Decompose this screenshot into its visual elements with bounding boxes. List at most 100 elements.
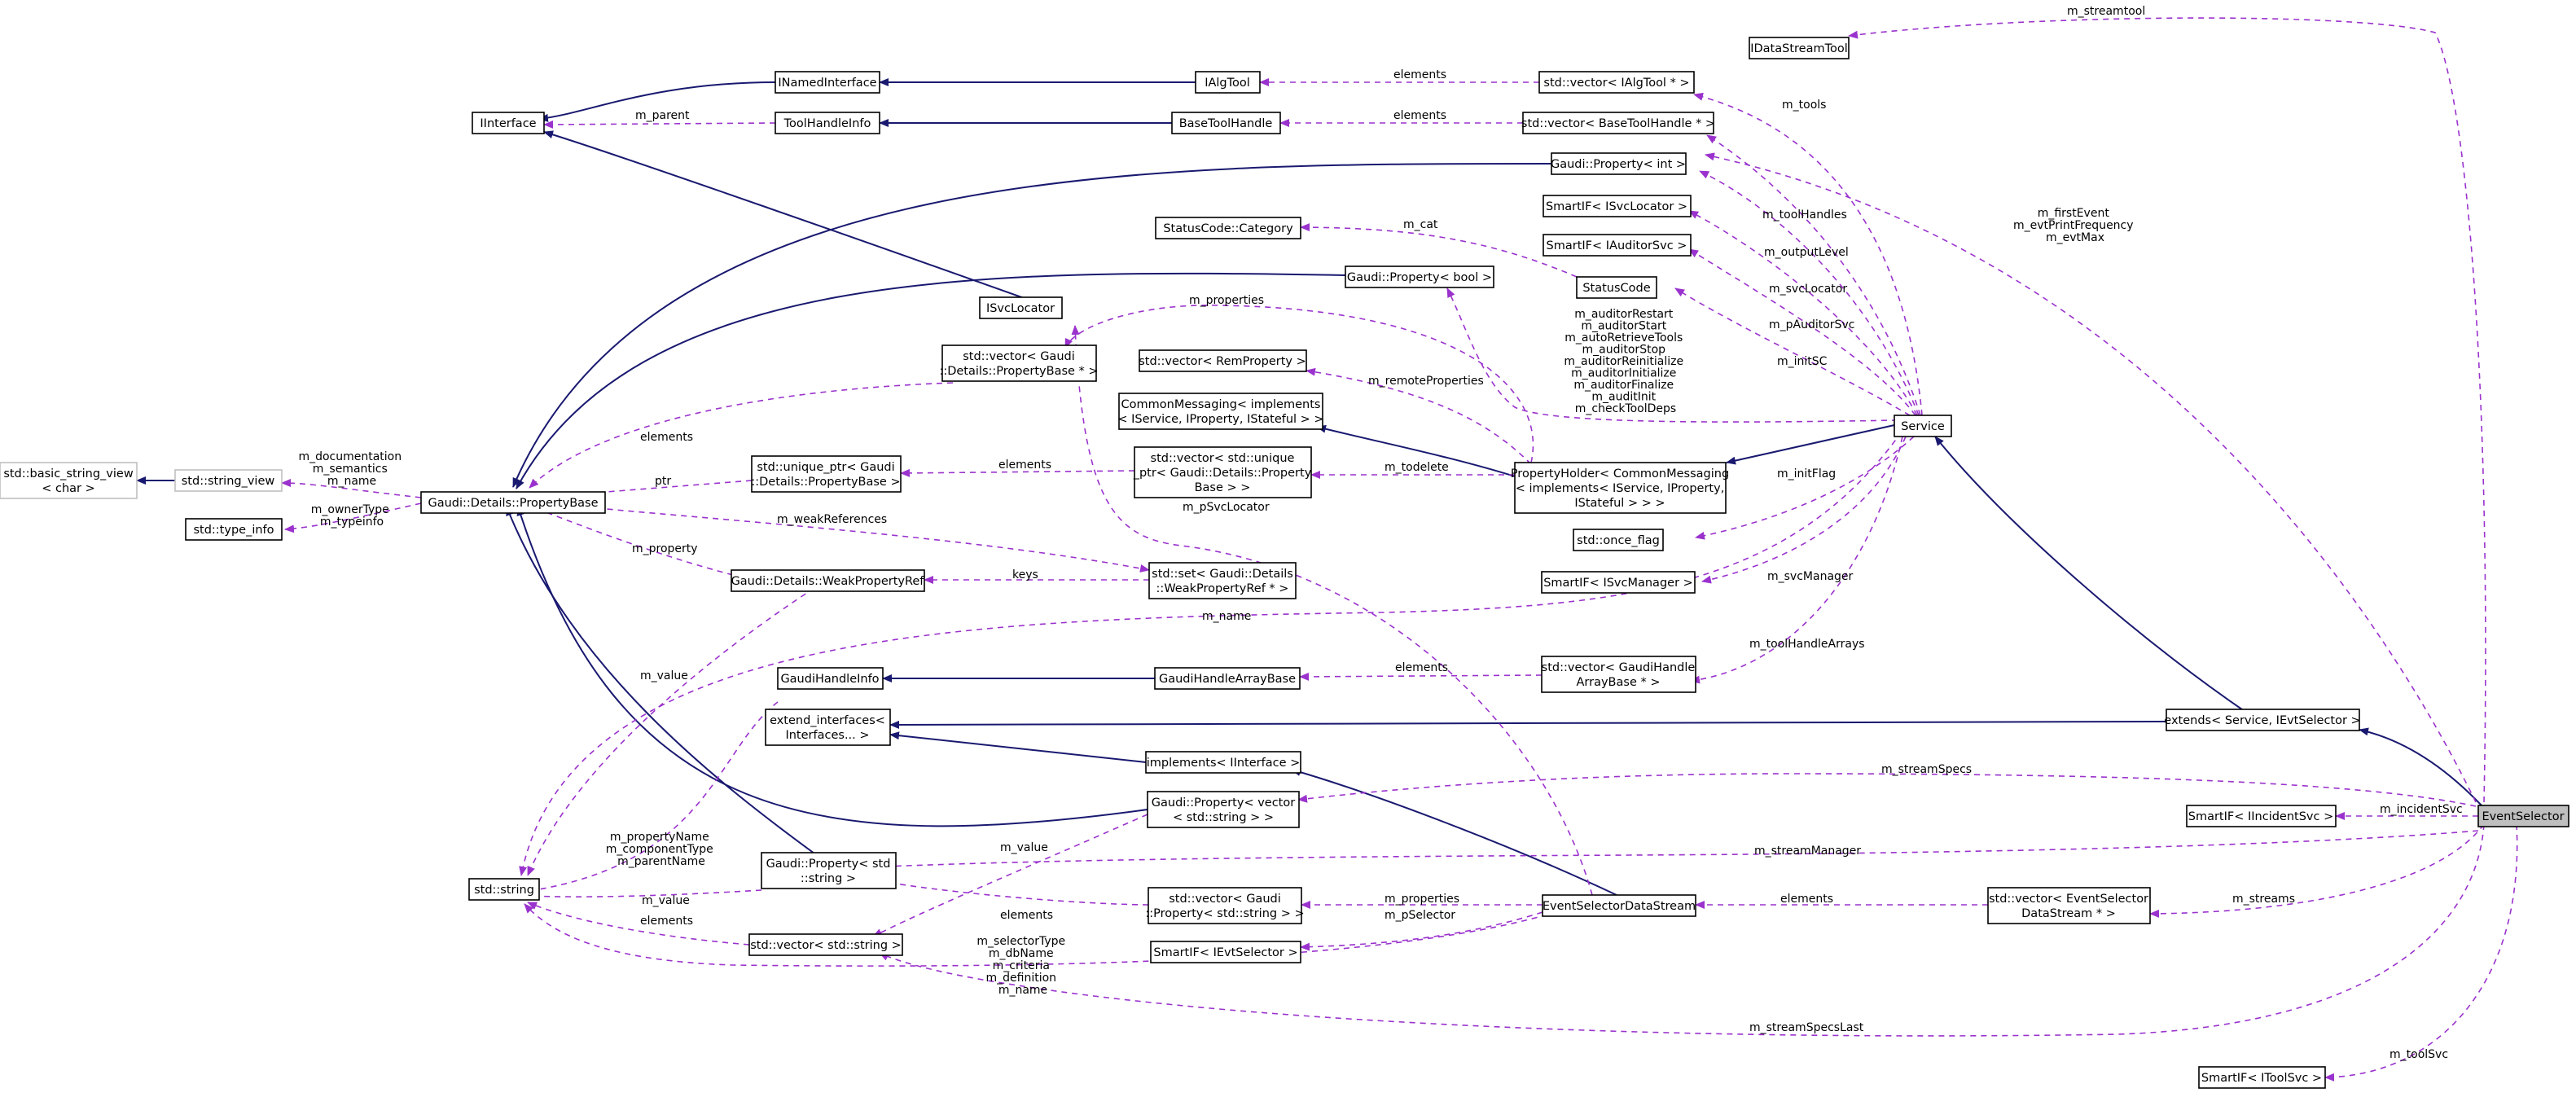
node-toolhandleinfo[interactable]: ToolHandleInfo xyxy=(775,112,880,134)
node-label: SmartIF< IIncidentSvc > xyxy=(2188,810,2334,823)
label-m-ownertype-line: m_typeinfo xyxy=(320,516,384,529)
edge-m-value-str xyxy=(529,889,762,901)
node-gaudihandlearraybase[interactable]: GaudiHandleArrayBase xyxy=(1154,667,1301,690)
node-isvclocator[interactable]: ISvcLocator xyxy=(979,296,1063,319)
node-eventselector[interactable]: EventSelector xyxy=(2477,805,2569,827)
label-m-auditors: m_auditorRestart m_auditorStart m_autoRe… xyxy=(1564,308,1687,415)
node-gaudi-property-string[interactable]: Gaudi::Property< std ::string > xyxy=(761,852,897,889)
node-label: std::type_info xyxy=(193,524,274,537)
label-m-propertyname-line: m_componentType xyxy=(606,843,713,856)
node-once-flag[interactable]: std::once_flag xyxy=(1573,529,1664,551)
edge-eventselector-extends xyxy=(2359,727,2483,807)
node-label: ::WeakPropertyRef * > xyxy=(1156,582,1289,595)
node-statuscode-category[interactable]: StatusCode::Category xyxy=(1155,217,1301,239)
node-label: StatusCode::Category xyxy=(1163,222,1293,235)
edge-m-svcmanager xyxy=(1701,436,1907,584)
node-std-string[interactable]: std::string xyxy=(468,878,540,901)
edge-m-firstevent xyxy=(1705,152,2477,803)
node-ialgtool[interactable]: IAlgTool xyxy=(1195,71,1261,94)
label-m-value-weak: m_value xyxy=(640,669,688,682)
label-m-svcmanager: m_svcManager xyxy=(1767,570,1854,583)
label-m-auditors-line: m_auditorInitialize xyxy=(1571,367,1676,380)
node-vec-basetoolhandle[interactable]: std::vector< BaseToolHandle * > xyxy=(1521,112,1715,134)
node-label: std::unique_ptr< Gaudi xyxy=(757,461,894,474)
node-vec-eventselectordatastream[interactable]: std::vector< EventSelector DataStream * … xyxy=(1987,887,2151,924)
node-label: PropertyHolder< CommonMessaging xyxy=(1511,467,1729,480)
edge-elements-unique xyxy=(900,468,1135,477)
node-set-weakpropertyref[interactable]: std::set< Gaudi::Details ::WeakPropertyR… xyxy=(1148,562,1297,599)
label-m-documentation-line: m_name xyxy=(327,475,376,488)
node-inamedinterface[interactable]: INamedInterface xyxy=(775,71,880,94)
edge-m-streamspecslast xyxy=(879,823,2485,1037)
node-smartif-iincidentsvc[interactable]: SmartIF< IIncidentSvc > xyxy=(2186,805,2337,827)
edge-m-value-weak xyxy=(527,587,815,876)
label-m-auditors-line: m_auditorRestart xyxy=(1574,308,1674,321)
edge-m-cat xyxy=(1300,223,1578,278)
node-extends[interactable]: extends< Service, IEvtSelector > xyxy=(2164,709,2361,731)
node-label: SmartIF< IEvtSelector > xyxy=(1153,946,1297,959)
node-smartif-isvclocator[interactable]: SmartIF< ISvcLocator > xyxy=(1543,195,1692,217)
node-vec-ialgtool[interactable]: std::vector< IAlgTool * > xyxy=(1538,71,1695,94)
node-label: std::vector< BaseToolHandle * > xyxy=(1521,117,1715,130)
node-implements-iinterface[interactable]: implements< IInterface > xyxy=(1145,751,1301,774)
label-m-documentation-line: m_semantics xyxy=(313,463,388,476)
node-smartif-ievtselector[interactable]: SmartIF< IEvtSelector > xyxy=(1150,941,1301,963)
node-weakpropertyref[interactable]: Gaudi::Details::WeakPropertyRef xyxy=(731,569,925,592)
label-m-parent: m_parent xyxy=(635,109,690,122)
node-gaudi-property-vector[interactable]: Gaudi::Property< vector < std::string > … xyxy=(1147,791,1300,828)
node-iinterface[interactable]: IInterface xyxy=(472,112,545,134)
edge-property-bool-propertybase xyxy=(516,272,1346,489)
node-unique-ptr-propertybase[interactable]: std::unique_ptr< Gaudi ::Details::Proper… xyxy=(751,455,902,493)
node-label: ::string > xyxy=(801,872,856,885)
node-vec-remproperty[interactable]: std::vector< RemProperty > xyxy=(1139,349,1307,372)
node-label: std::once_flag xyxy=(1577,534,1660,547)
node-commonmessaging[interactable]: CommonMessaging< implements < IService, … xyxy=(1117,393,1324,430)
node-label: ::Details::PropertyBase > xyxy=(751,476,900,489)
node-label: std::vector< IAlgTool * > xyxy=(1543,77,1689,90)
node-statuscode[interactable]: StatusCode xyxy=(1576,276,1657,299)
edge-m-ownertype xyxy=(284,502,422,533)
edge-extends-service xyxy=(1934,436,2249,714)
node-gaudi-property-int[interactable]: Gaudi::Property< int > xyxy=(1551,152,1687,175)
node-vec-gaudi-property-string[interactable]: std::vector< Gaudi ::Property< std::stri… xyxy=(1145,887,1305,924)
edge-inamedinterface-iinterface xyxy=(538,81,776,122)
node-basetoolhandle[interactable]: BaseToolHandle xyxy=(1171,112,1281,134)
edge-m-toolhandlearrays xyxy=(1690,436,1903,684)
node-label: GaudiHandleInfo xyxy=(780,673,879,686)
edge-m-streammanager xyxy=(864,830,2479,871)
node-string-view[interactable]: std::string_view xyxy=(174,469,283,492)
label-m-svclocator: m_svcLocator xyxy=(1769,283,1847,296)
label-m-propertyname-line: m_parentName xyxy=(617,855,705,868)
node-label: _ptr< Gaudi::Details::Property xyxy=(1133,467,1312,480)
label-elements-gps: elements xyxy=(1000,909,1053,922)
node-service[interactable]: Service xyxy=(1894,415,1952,437)
node-vec-gaudihandlearraybase[interactable]: std::vector< GaudiHandle ArrayBase * > xyxy=(1541,656,1696,693)
node-smartif-isvcmanager[interactable]: SmartIF< ISvcManager > xyxy=(1541,571,1696,594)
node-basic-string-view[interactable]: std::basic_string_view < char > xyxy=(0,462,138,499)
edge-property-int-propertybase xyxy=(512,162,1552,488)
node-label: IStateful > > > xyxy=(1574,497,1665,510)
node-propertybase[interactable]: Gaudi::Details::PropertyBase xyxy=(420,491,606,514)
edge-eventselectordatastream-implements xyxy=(1291,768,1617,896)
label-m-remoteproperties: m_remoteProperties xyxy=(1368,375,1484,388)
node-idatastreamtool[interactable]: IDataStreamTool xyxy=(1749,37,1850,59)
node-label: std::vector< Gaudi xyxy=(963,350,1075,363)
node-vec-unique-ptr[interactable]: std::vector< std::unique _ptr< Gaudi::De… xyxy=(1133,446,1312,498)
label-m-toolsvc: m_toolSvc xyxy=(2389,1048,2448,1061)
node-gaudi-property-bool[interactable]: Gaudi::Property< bool > xyxy=(1345,265,1494,288)
label-m-cat: m_cat xyxy=(1403,218,1438,231)
edge-m-toolsvc xyxy=(2324,823,2518,1082)
node-type-info[interactable]: std::type_info xyxy=(185,518,283,541)
node-vec-propertybase[interactable]: std::vector< Gaudi ::Details::PropertyBa… xyxy=(939,344,1099,382)
node-label: std::set< Gaudi::Details xyxy=(1152,568,1293,581)
node-propertyholder[interactable]: PropertyHolder< CommonMessaging < implem… xyxy=(1511,462,1729,514)
label-m-properties-es: m_properties xyxy=(1385,893,1459,906)
node-vec-string[interactable]: std::vector< std::string > xyxy=(748,933,903,956)
node-extend-interfaces[interactable]: extend_interfaces< Interfaces... > xyxy=(765,709,891,746)
node-smartif-itoolsvc[interactable]: SmartIF< IToolSvc > xyxy=(2198,1066,2326,1089)
edge-m-documentation xyxy=(281,479,422,498)
edge-m-streams xyxy=(2149,823,2485,918)
node-gaudihandleinfo[interactable]: GaudiHandleInfo xyxy=(777,667,884,690)
node-smartif-iauditorsvc[interactable]: SmartIF< IAuditorSvc > xyxy=(1543,234,1692,257)
node-eventselectordatastream[interactable]: EventSelectorDataStream xyxy=(1542,894,1696,917)
